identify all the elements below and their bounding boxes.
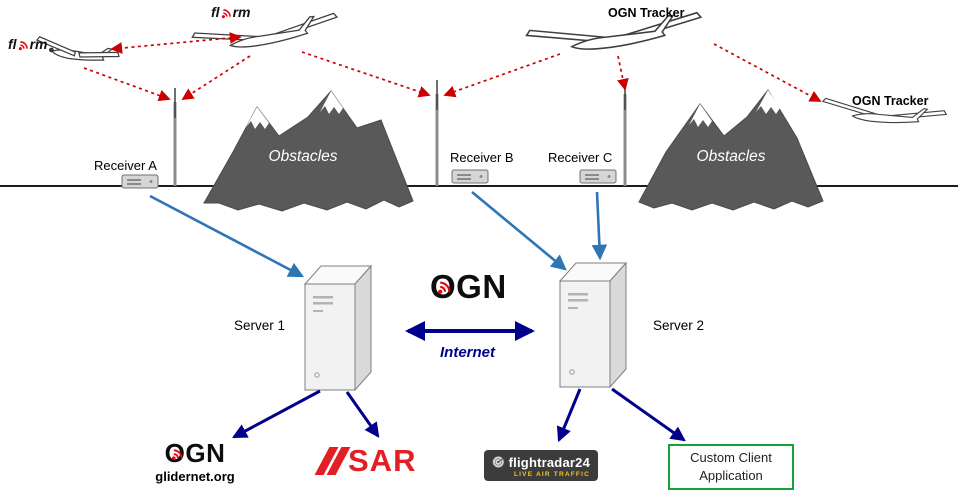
flightradar24-tagline: LIVE AIR TRAFFIC — [513, 471, 590, 478]
obstacles-label-left: Obstacles — [268, 148, 338, 165]
flarm-label-plane: fl rm — [8, 36, 47, 52]
flarm-label-prefix: fl — [8, 36, 17, 52]
arrow-server2-customclient — [611, 387, 686, 442]
radio-link-glider-receiver-b — [301, 51, 431, 98]
flarm-signal-icon — [221, 9, 231, 19]
sar-slashes-icon — [314, 446, 351, 475]
radio-link-glider-receiver-a — [181, 55, 251, 100]
flarm-label-suffix: rm — [232, 4, 251, 20]
sar-logo-text: SAR — [348, 443, 417, 478]
mountains-left-icon — [203, 90, 414, 212]
receiver-c-label: Receiver C — [548, 150, 613, 165]
custom-client-line2: Application — [699, 468, 763, 483]
arrow-server1-sar — [345, 391, 380, 438]
arrow-server2-flightradar — [556, 388, 582, 443]
arrow-receiver-a-server-1 — [149, 194, 305, 278]
ogn-logo-text: OGN — [164, 438, 226, 468]
radio-link-tracker-tracker — [713, 43, 822, 102]
flightradar24-text: flightradar24 — [508, 454, 590, 470]
ogn-logo-center: OGN — [430, 270, 507, 303]
sar-logo: SAR — [314, 443, 417, 478]
ogn-signal-icon — [438, 281, 451, 294]
receiver-device-a — [121, 174, 159, 189]
radio-link-tracker-receiver-b — [443, 53, 561, 98]
radio-link-plane-receiver-a — [83, 67, 171, 102]
receiver-device-b — [451, 169, 489, 184]
arrow-server1-glidernet — [232, 389, 321, 439]
glidernet-logo: OGN glidernet.org — [150, 440, 240, 484]
ogn-tracker-label-top: OGN Tracker — [608, 6, 685, 20]
flarm-label-glider: fl rm — [211, 4, 250, 20]
glidernet-ogn-wordmark: OGN — [165, 440, 226, 467]
custom-client-line1: Custom Client — [690, 450, 772, 466]
ogn-tracker-label-right: OGN Tracker — [852, 94, 929, 108]
arrow-receiver-b-server-2 — [471, 190, 567, 271]
arrow-receiver-c-server-2 — [591, 191, 608, 261]
flarm-signal-icon — [18, 41, 28, 51]
flightradar24-row: flightradar24 — [492, 455, 590, 469]
flightradar24-radar-icon — [492, 455, 505, 469]
internet-label: Internet — [440, 344, 496, 361]
receiver-b-label: Receiver B — [450, 150, 514, 165]
glidernet-subtitle: glidernet.org — [155, 469, 235, 484]
obstacles-label-right: Obstacles — [696, 148, 766, 165]
ogn-signal-icon — [171, 449, 183, 461]
mountains-right-icon — [638, 89, 824, 211]
receiver-a-label: Receiver A — [94, 158, 157, 173]
custom-client-box: Custom Client Application — [668, 444, 794, 490]
flarm-label-prefix: fl — [211, 4, 220, 20]
server-tower-2 — [558, 261, 628, 389]
receiver-device-c — [579, 169, 617, 184]
server-2-label: Server 2 — [653, 318, 705, 333]
flightradar24-logo: flightradar24 LIVE AIR TRAFFIC — [484, 450, 598, 481]
server-1-label: Server 1 — [234, 318, 286, 333]
radio-link-plane-glider — [110, 32, 242, 54]
radio-link-tracker-receiver-c — [617, 55, 629, 91]
server-tower-1 — [303, 264, 373, 392]
flarm-label-suffix: rm — [29, 36, 48, 52]
